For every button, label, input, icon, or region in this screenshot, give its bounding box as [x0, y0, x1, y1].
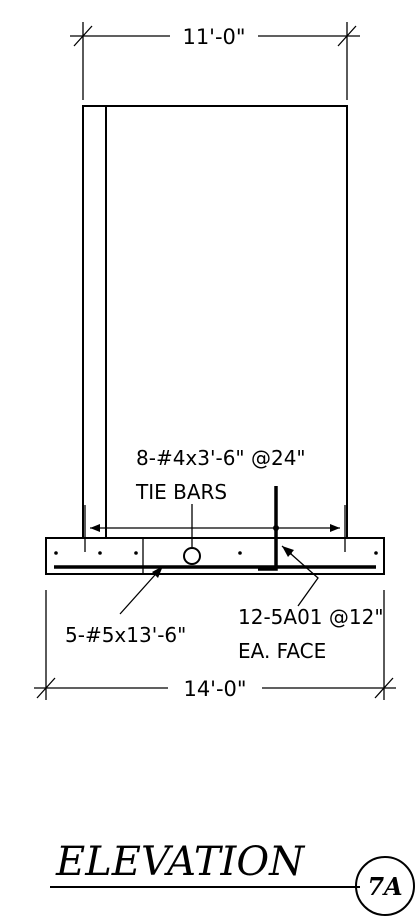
tie-bar-arrow-right [330, 524, 340, 532]
longitudinal-bar-dots [54, 551, 378, 555]
wall-outline [82, 105, 348, 539]
bottom-dimension-label: 14'-0" [183, 677, 246, 701]
bar-dot [134, 551, 138, 555]
bar-dot [238, 551, 242, 555]
bar-dot [98, 551, 102, 555]
vertical-bars-label-line2: EA. FACE [238, 639, 326, 663]
top-tick-left [73, 25, 93, 47]
vertical-bars-leader [281, 545, 319, 607]
footing [45, 486, 385, 575]
bottom-tick-left [36, 677, 56, 699]
wall-stem [82, 105, 348, 539]
longitudinal-note: 5-#5x13'-6" [65, 565, 186, 647]
tie-bars-label-line2: TIE BARS [135, 480, 227, 504]
top-dimension-label: 11'-0" [182, 25, 245, 49]
view-tag-circle [355, 856, 415, 916]
top-dimension: 11'-0" [70, 22, 360, 100]
longitudinal-arrow [152, 566, 163, 578]
top-dimension-mask [170, 24, 258, 48]
bar-dot [374, 551, 378, 555]
bottom-dimension: 14'-0" [34, 590, 396, 701]
tie-bars-label-line1: 8-#4x3'-6" @24" [136, 446, 306, 470]
top-tick-right [337, 25, 357, 47]
vertical-dowel-bar [258, 486, 278, 571]
tie-bar-dot [273, 525, 279, 531]
bottom-dimension-mask [168, 676, 262, 700]
title-block: ELEVATION 7A [50, 839, 415, 916]
bottom-tick-right [374, 677, 394, 699]
tie-bar-arrow-left [90, 524, 100, 532]
tie-bars-note: 8-#4x3'-6" @24" TIE BARS [135, 446, 306, 548]
vertical-bars-arrow [282, 546, 294, 557]
bar-dot [54, 551, 58, 555]
longitudinal-label: 5-#5x13'-6" [65, 623, 186, 647]
view-tag-label: 7A [367, 872, 402, 901]
vertical-bars-note: 12-5A01 @12" EA. FACE [238, 545, 384, 663]
tie-bar-section [183, 547, 201, 565]
vertical-bars-label-line1: 12-5A01 @12" [238, 605, 384, 629]
view-title: ELEVATION [55, 839, 306, 885]
footing-outline [45, 537, 385, 575]
